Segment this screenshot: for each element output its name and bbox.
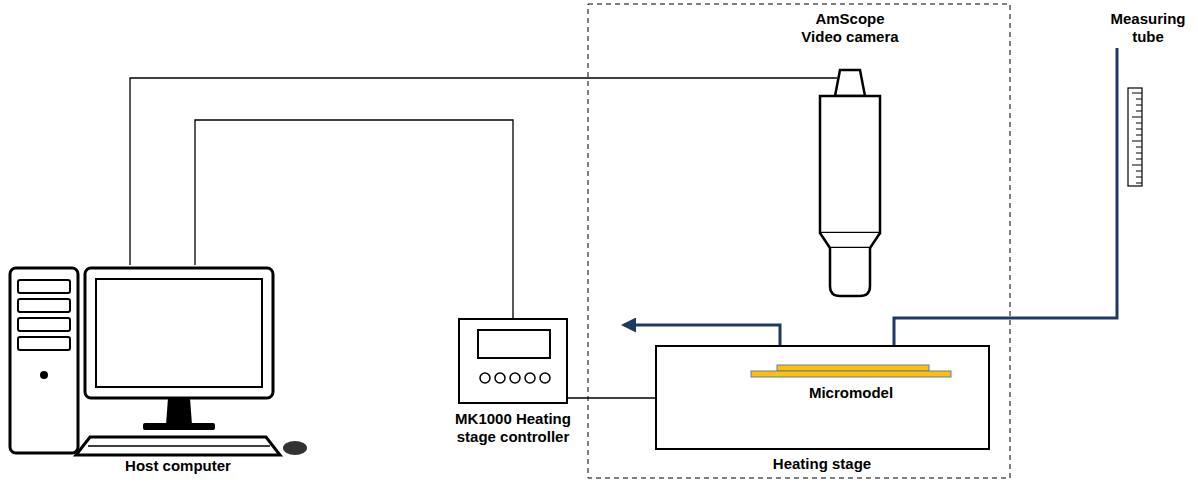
controller-label: MK1000 Heating stage controller [443, 410, 583, 446]
camera-label: AmScope Video camera [798, 10, 902, 46]
dashed-enclosure [588, 4, 1010, 478]
cable-line [130, 78, 818, 265]
heating-controller: MK1000 Heating stage controller [458, 318, 568, 404]
host-computer-drawing [8, 265, 308, 457]
stage-label: Heating stage [697, 455, 947, 473]
computer-label: Host computer [68, 457, 288, 475]
micromodel: Micromodel [751, 364, 951, 406]
measuring-tube: Measuring tube [1103, 8, 1193, 48]
cable-line [568, 397, 655, 398]
host-computer: Host computer [8, 265, 308, 480]
tube-label: Measuring tube [1103, 10, 1193, 46]
video-camera-drawing [818, 68, 882, 300]
video-camera: AmScope Video camera [818, 68, 882, 300]
heating-controller-drawing [460, 320, 570, 406]
micromodel-label: Micromodel [751, 384, 951, 402]
measuring-scale [1128, 88, 1142, 186]
micromodel-drawing [751, 364, 951, 378]
inflow-arrow [894, 48, 1117, 364]
heating-stage: Heating stageMicromodel [655, 345, 990, 450]
